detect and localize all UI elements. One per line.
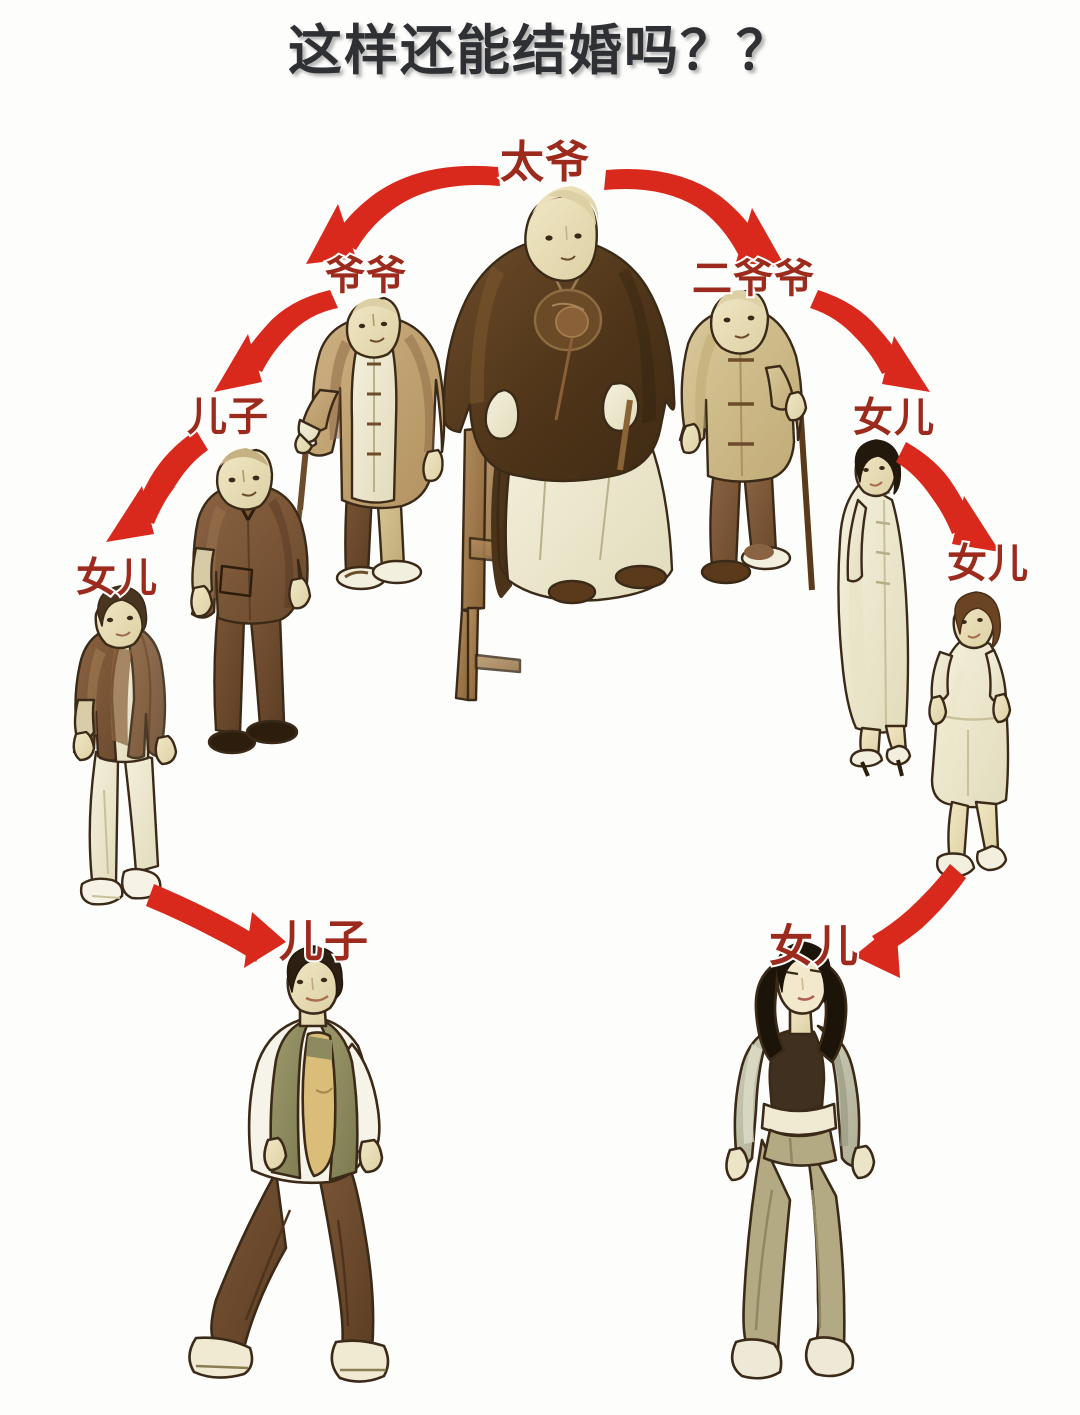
figure-great-grandfather — [442, 186, 676, 702]
arrow-cousin-to-granddaughter — [854, 864, 966, 978]
label-grandfather: 爷爷 — [323, 252, 408, 300]
figure-aunt — [837, 439, 912, 777]
label-granduncle: 二爷爷 — [690, 255, 816, 303]
arrow-son-to-daughter — [106, 430, 208, 542]
figure-cousin — [928, 591, 1012, 878]
label-daughter: 女儿 — [74, 554, 159, 602]
label-aunt: 女儿 — [851, 394, 936, 442]
figure-daughter — [72, 585, 178, 906]
figure-grandson — [188, 945, 390, 1383]
arrow-aunt-to-cousin — [896, 442, 1000, 552]
label-granddaughter: 女儿 — [767, 920, 860, 973]
arrow-root-to-grandfather — [306, 165, 500, 264]
figure-granddaughter — [725, 941, 876, 1380]
label-grandson: 儿子 — [277, 915, 370, 968]
arrow-grandfather-to-son — [214, 290, 338, 392]
figure-son — [190, 448, 312, 755]
arrow-granduncle-to-aunt — [810, 290, 930, 392]
label-son: 儿子 — [185, 393, 270, 441]
arrow-root-to-granduncle — [604, 169, 786, 268]
label-cousin: 女儿 — [945, 540, 1030, 588]
figure-granduncle — [678, 288, 815, 591]
label-great-grandfather: 太爷 — [498, 136, 591, 189]
arrow-daughter-to-grandson — [146, 884, 286, 968]
page-title: 这样还能结婚吗？？ — [288, 21, 792, 81]
